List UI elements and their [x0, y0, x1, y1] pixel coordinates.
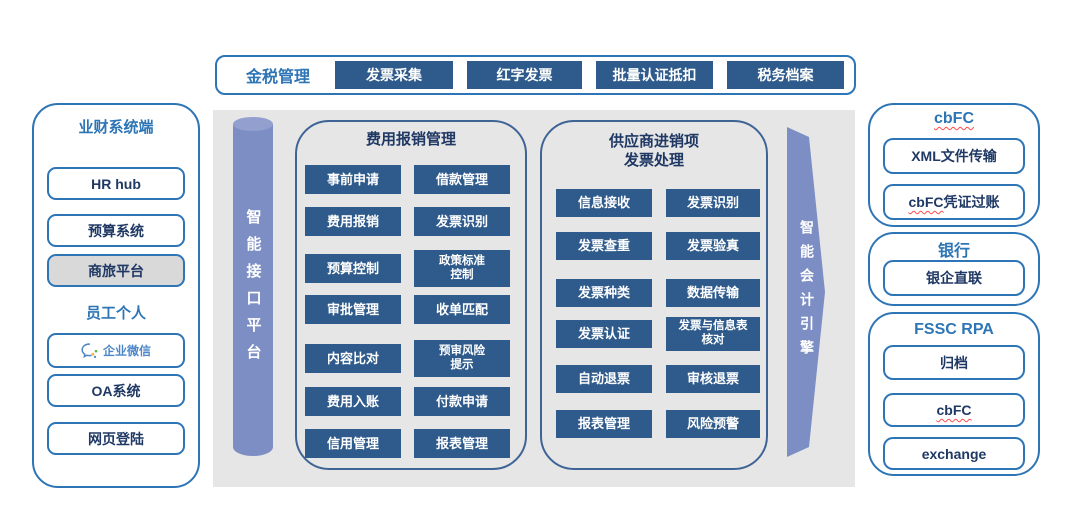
sidebar-item-hr-hub[interactable]: HR hub	[47, 167, 185, 200]
tab-batch-certification[interactable]: 批量认证抵扣	[596, 61, 713, 89]
bank-group: 银行 银企直联	[868, 232, 1040, 306]
tab-red-invoice[interactable]: 红字发票	[467, 61, 582, 89]
expense-btn-receipt-matching[interactable]: 收单匹配	[414, 295, 510, 324]
supplier-btn-data-transfer[interactable]: 数据传输	[666, 279, 760, 307]
expense-btn-credit-management[interactable]: 信用管理	[305, 429, 401, 458]
supplier-btn-report-management[interactable]: 报表管理	[556, 410, 652, 438]
fssc-rpa-group-title: FSSC RPA	[914, 321, 994, 338]
expense-btn-policy-standard-control[interactable]: 政策标准 控制	[414, 250, 510, 287]
supplier-btn-invoice-recognition[interactable]: 发票识别	[666, 189, 760, 217]
smart-interface-platform-cylinder: 智能接口平台	[233, 117, 273, 456]
supplier-btn-invoice-info-check[interactable]: 发票与信息表 核对	[666, 317, 760, 351]
expense-box-title: 费用报销管理	[365, 131, 456, 148]
expense-btn-content-comparison[interactable]: 内容比对	[305, 344, 401, 373]
business-finance-title: 业财系统端	[78, 119, 154, 136]
supplier-btn-review-refund[interactable]: 审核退票	[666, 365, 760, 393]
supplier-btn-invoice-certification[interactable]: 发票认证	[556, 320, 652, 348]
expense-btn-invoice-recognition[interactable]: 发票识别	[414, 207, 510, 236]
supplier-btn-auto-refund[interactable]: 自动退票	[556, 365, 652, 393]
supplier-btn-info-receiving[interactable]: 信息接收	[556, 189, 652, 217]
wechat-work-label: 企业微信	[102, 344, 151, 358]
expense-btn-pre-review-risk-alert[interactable]: 预审风险 提示	[414, 340, 510, 377]
bank-group-title: 银行	[937, 243, 970, 260]
supplier-invoice-box: 供应商进销项 发票处理 信息接收 发票识别 发票查重 发票验真 发票种类 数据传…	[540, 120, 768, 470]
sidebar-item-oa-system[interactable]: OA系统	[47, 374, 185, 407]
tab-tax-archive[interactable]: 税务档案	[727, 61, 844, 89]
supplier-btn-invoice-dedup[interactable]: 发票查重	[556, 232, 652, 260]
fssc-btn-cbfc[interactable]: cbFC	[883, 393, 1025, 427]
supplier-box-title: 供应商进销项 发票处理	[608, 133, 699, 169]
cbfc-group-title: cbFC	[934, 110, 974, 127]
expense-btn-payment-request[interactable]: 付款申请	[414, 387, 510, 416]
sidebar-item-travel-platform[interactable]: 商旅平台	[47, 254, 185, 287]
expense-btn-loan-management[interactable]: 借款管理	[414, 165, 510, 194]
supplier-btn-invoice-verification[interactable]: 发票验真	[666, 232, 760, 260]
wechat-work-icon	[81, 342, 99, 359]
sidebar-item-wechat-work[interactable]: 企业微信	[47, 333, 185, 368]
expense-reimbursement-box: 费用报销管理 事前申请 借款管理 费用报销 发票识别 预算控制 政策标准 控制 …	[295, 120, 527, 470]
golden-tax-title: 金税管理	[245, 69, 310, 86]
cbfc-btn-xml-transfer[interactable]: XML文件传输	[883, 138, 1025, 174]
expense-btn-approval-management[interactable]: 审批管理	[305, 295, 401, 324]
supplier-btn-risk-warning[interactable]: 风险预警	[666, 410, 760, 438]
sidebar-item-web-login[interactable]: 网页登陆	[47, 422, 185, 455]
expense-btn-expense-claim[interactable]: 费用报销	[305, 207, 401, 236]
smart-accounting-engine-label: 智能会计引擎	[799, 220, 815, 364]
cbfc-voucher-prefix: cbFC	[908, 194, 944, 210]
tab-invoice-collection[interactable]: 发票采集	[335, 61, 453, 89]
bank-btn-direct-link[interactable]: 银企直联	[883, 260, 1025, 296]
sidebar-item-budget-system[interactable]: 预算系统	[47, 214, 185, 247]
expense-btn-report-management[interactable]: 报表管理	[414, 429, 510, 458]
fssc-rpa-group: FSSC RPA 归档 cbFC exchange	[868, 312, 1040, 476]
golden-tax-bar: 金税管理 发票采集 红字发票 批量认证抵扣 税务档案	[215, 55, 856, 95]
fssc-btn-archive[interactable]: 归档	[883, 345, 1025, 380]
smart-accounting-engine-arrow: 智能会计引擎	[787, 127, 827, 457]
supplier-btn-invoice-type[interactable]: 发票种类	[556, 279, 652, 307]
expense-btn-pre-application[interactable]: 事前申请	[305, 165, 401, 194]
employee-personal-title: 员工个人	[85, 305, 146, 322]
business-finance-panel: 业财系统端 HR hub 预算系统 商旅平台 员工个人 企业微信 OA系统 网页…	[32, 103, 200, 488]
expense-btn-budget-control[interactable]: 预算控制	[305, 254, 401, 283]
cbfc-voucher-suffix: 凭证过账	[943, 194, 1000, 210]
expense-btn-expense-posting[interactable]: 费用入账	[305, 387, 401, 416]
fssc-btn-exchange[interactable]: exchange	[883, 437, 1025, 470]
smart-interface-platform-label: 智能接口平台	[244, 209, 262, 371]
